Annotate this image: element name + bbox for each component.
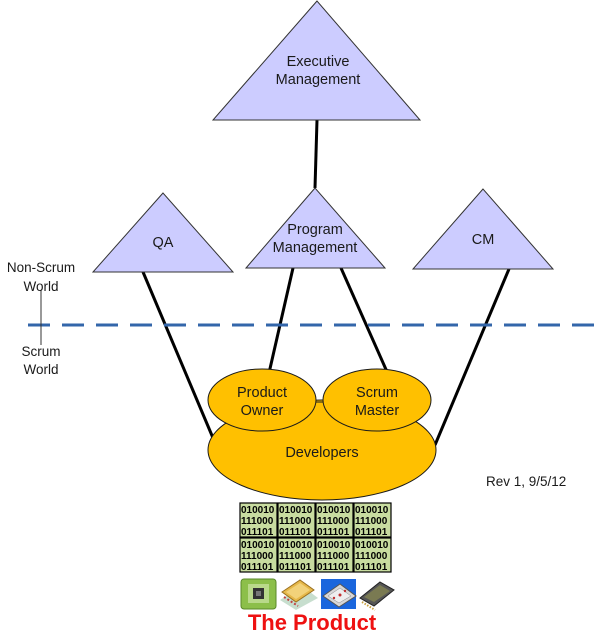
- binary-text: 111000: [355, 551, 388, 562]
- non-scrum-label-line1: Non-Scrum: [7, 260, 75, 275]
- program-label-line2: Management: [273, 240, 358, 256]
- binary-text: 111000: [241, 551, 274, 562]
- binary-code-grid: 0100101110000111010100101110000111010100…: [239, 502, 392, 573]
- binary-text: 010010: [355, 505, 389, 516]
- binary-text: 011101: [279, 527, 312, 538]
- executive-label-line2: Management: [276, 72, 361, 88]
- developers-label: Developers: [285, 445, 358, 461]
- scrum-master-node: Scrum Master: [322, 368, 432, 432]
- qa-label: QA: [153, 235, 174, 251]
- binary-text: 011101: [317, 562, 350, 573]
- product-owner-node: Product Owner: [207, 368, 317, 432]
- binary-text: 011101: [317, 527, 350, 538]
- product-owner-line1: Product: [237, 385, 287, 401]
- binary-text: 010010: [241, 540, 275, 551]
- edge-program-product-owner: [267, 267, 295, 374]
- edge-executive-program: [313, 119, 319, 189]
- revision-label: Rev 1, 9/5/12: [486, 474, 566, 489]
- executive-label-line1: Executive: [287, 54, 350, 70]
- executive-management-node: Executive Management: [211, 0, 422, 121]
- product-owner-line2: Owner: [241, 403, 284, 419]
- binary-text: 010010: [317, 505, 351, 516]
- scrum-label-line1: Scrum: [21, 344, 60, 359]
- qa-node: QA: [91, 192, 235, 273]
- scrum-master-line1: Scrum: [356, 385, 398, 401]
- gold-chip-icon: [280, 579, 318, 610]
- binary-text: 111000: [317, 551, 350, 562]
- binary-text: 111000: [355, 516, 388, 527]
- edge-cm-developers: [433, 268, 511, 446]
- binary-text: 111000: [241, 516, 274, 527]
- blue-chip-icon: [321, 579, 357, 609]
- binary-text: 111000: [279, 551, 312, 562]
- dark-chip-icon: [359, 581, 395, 611]
- edge-qa-developers: [141, 271, 215, 439]
- cm-label: CM: [472, 232, 495, 248]
- product-title: The Product: [248, 610, 377, 635]
- binary-text: 011101: [355, 562, 388, 573]
- binary-text: 011101: [355, 527, 388, 538]
- binary-text: 010010: [241, 505, 275, 516]
- program-label-line1: Program: [287, 222, 343, 238]
- scrum-master-line2: Master: [355, 403, 399, 419]
- binary-text: 111000: [317, 516, 350, 527]
- scrum-label-line2: World: [23, 362, 58, 377]
- binary-text: 010010: [279, 505, 313, 516]
- edge-program-scrum-master: [339, 267, 390, 375]
- binary-text: 010010: [317, 540, 351, 551]
- program-management-node: Program Management: [244, 187, 387, 269]
- binary-text: 010010: [279, 540, 313, 551]
- binary-text: 010010: [355, 540, 389, 551]
- binary-text: 011101: [241, 562, 274, 573]
- cm-node: CM: [411, 188, 555, 270]
- green-chip-icon: [240, 578, 277, 610]
- non-scrum-label-line2: World: [23, 279, 58, 294]
- binary-text: 111000: [279, 516, 312, 527]
- binary-text: 011101: [241, 527, 274, 538]
- binary-text: 011101: [279, 562, 312, 573]
